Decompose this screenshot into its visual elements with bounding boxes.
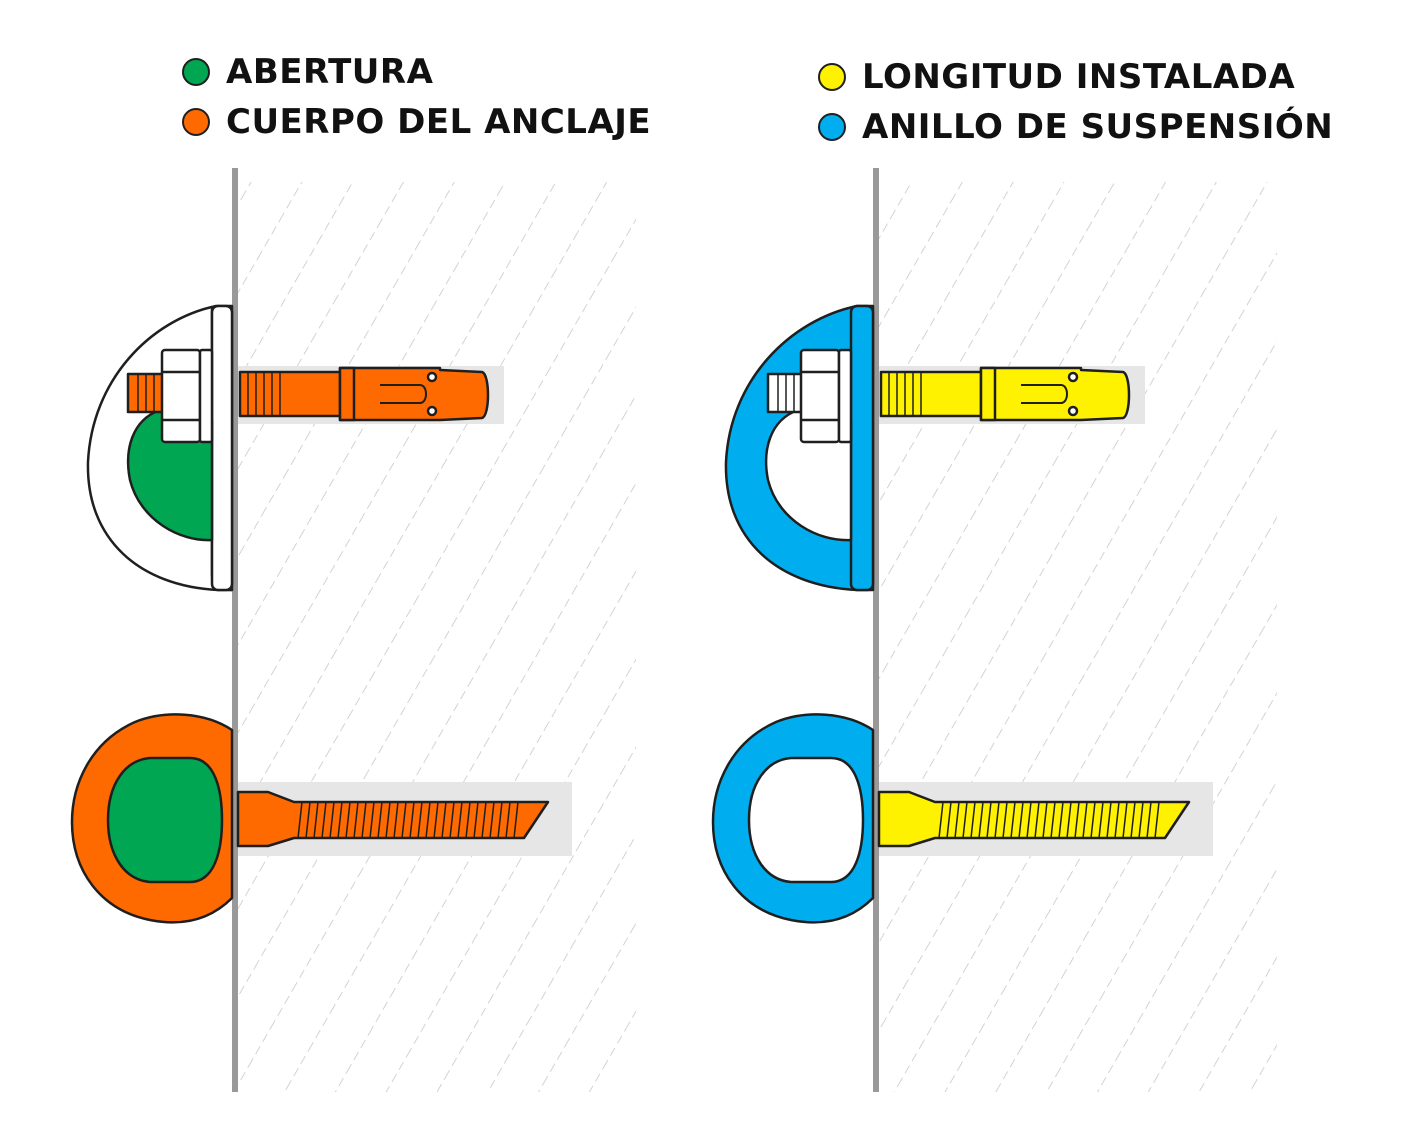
thread-line bbox=[361, 801, 367, 839]
legend-left: ABERTURA CUERPO DEL ANCLAJE bbox=[182, 50, 651, 144]
thread-line bbox=[1130, 801, 1136, 839]
thread-line bbox=[513, 801, 519, 839]
expansion-bolt-right bbox=[724, 304, 1145, 592]
thread-line bbox=[1002, 801, 1008, 839]
thread-line bbox=[1026, 801, 1032, 839]
thread-line bbox=[954, 801, 960, 839]
thread-line bbox=[441, 801, 447, 839]
yellow-dot-icon bbox=[818, 63, 846, 91]
legend-label: ANILLO DE SUSPENSIÓN bbox=[862, 107, 1334, 147]
thread-line bbox=[433, 801, 439, 839]
thread-line bbox=[1066, 801, 1072, 839]
thread-line bbox=[986, 801, 992, 839]
legend-label: ABERTURA bbox=[226, 52, 434, 92]
wall-line-right bbox=[873, 168, 879, 1092]
thread-line bbox=[946, 801, 952, 839]
ring-opening bbox=[106, 756, 224, 884]
nut bbox=[160, 348, 202, 444]
legend-item-cuerpo: CUERPO DEL ANCLAJE bbox=[182, 100, 651, 144]
washer bbox=[837, 348, 853, 444]
thread-line bbox=[1018, 801, 1024, 839]
thread-line bbox=[1082, 801, 1088, 839]
thread-line bbox=[369, 801, 375, 839]
wall-line-left bbox=[232, 168, 238, 1092]
thread-line bbox=[401, 801, 407, 839]
rock-panel-right bbox=[873, 168, 1277, 1092]
rock-panel-left bbox=[232, 168, 636, 1092]
thread-line bbox=[473, 801, 479, 839]
legend-label: CUERPO DEL ANCLAJE bbox=[226, 102, 652, 142]
thread-line bbox=[1058, 801, 1064, 839]
thread-line bbox=[1106, 801, 1112, 839]
thread-line bbox=[305, 801, 311, 839]
thread-line bbox=[457, 801, 463, 839]
thread-line bbox=[1098, 801, 1104, 839]
orange-dot-icon bbox=[182, 108, 210, 136]
thread-line bbox=[1138, 801, 1144, 839]
thread-line bbox=[1050, 801, 1056, 839]
thread-line bbox=[385, 801, 391, 839]
legend-item-anillo: ANILLO DE SUSPENSIÓN bbox=[818, 105, 1333, 149]
glue-in-anchor-right bbox=[711, 713, 1213, 924]
thread-line bbox=[321, 801, 327, 839]
legend-label: LONGITUD INSTALADA bbox=[862, 57, 1296, 97]
thread-line bbox=[970, 801, 976, 839]
thread-line bbox=[938, 801, 944, 839]
legend-item-abertura: ABERTURA bbox=[182, 50, 651, 94]
thread-line bbox=[313, 801, 319, 839]
thread-line bbox=[425, 801, 431, 839]
thread-line bbox=[489, 801, 495, 839]
thread-line bbox=[497, 801, 503, 839]
thread-line bbox=[505, 801, 511, 839]
thread-line bbox=[1074, 801, 1080, 839]
thread-line bbox=[417, 801, 423, 839]
thread-line bbox=[1154, 801, 1160, 839]
thread-line bbox=[1042, 801, 1048, 839]
thread-line bbox=[393, 801, 399, 839]
thread-line bbox=[994, 801, 1000, 839]
thread-line bbox=[1114, 801, 1120, 839]
legend-item-longitud: LONGITUD INSTALADA bbox=[818, 55, 1333, 99]
thread-line bbox=[1122, 801, 1128, 839]
green-dot-icon bbox=[182, 58, 210, 86]
thread-line bbox=[449, 801, 455, 839]
thread-line bbox=[465, 801, 471, 839]
thread-line bbox=[978, 801, 984, 839]
thread-line bbox=[345, 801, 351, 839]
expansion-bolt-left bbox=[86, 304, 504, 592]
glue-in-anchor-left bbox=[70, 713, 572, 924]
thread-line bbox=[1010, 801, 1016, 839]
ring-opening bbox=[747, 756, 865, 884]
thread-line bbox=[337, 801, 343, 839]
nut bbox=[799, 348, 841, 444]
thread-line bbox=[353, 801, 359, 839]
blue-dot-icon bbox=[818, 113, 846, 141]
thread-line bbox=[481, 801, 487, 839]
thread-line bbox=[329, 801, 335, 839]
thread-line bbox=[297, 801, 303, 839]
thread-line bbox=[1146, 801, 1152, 839]
thread-line bbox=[409, 801, 415, 839]
legend-right: LONGITUD INSTALADA ANILLO DE SUSPENSIÓN bbox=[818, 55, 1333, 149]
thread-line bbox=[1034, 801, 1040, 839]
thread-line bbox=[377, 801, 383, 839]
thread-line bbox=[962, 801, 968, 839]
thread-line bbox=[1090, 801, 1096, 839]
washer bbox=[198, 348, 214, 444]
